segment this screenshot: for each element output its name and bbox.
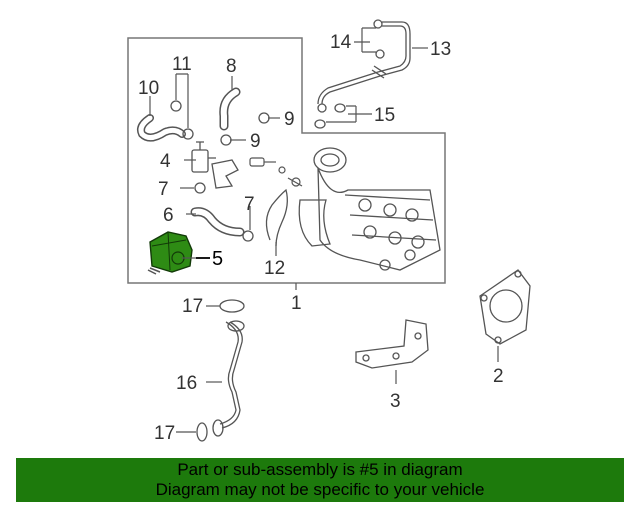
turbocharger-assembly <box>298 147 441 271</box>
callout-11: 11 <box>172 54 192 75</box>
callout-1: 1 <box>291 293 302 314</box>
info-banner: Part or sub-assembly is #5 in diagram Di… <box>16 458 624 502</box>
bolt <box>147 267 161 275</box>
bracket-3 <box>355 319 429 369</box>
parts-diagram: 1 2 3 4 5 6 7 7 8 9 9 10 11 12 13 14 15 … <box>127 19 531 444</box>
callout-16: 16 <box>176 373 197 394</box>
assembly-outline <box>127 37 446 284</box>
clamp-9a <box>258 112 270 124</box>
valve-4 <box>191 141 216 173</box>
washers-15 <box>314 103 346 129</box>
callout-12: 12 <box>264 258 285 279</box>
callout-14: 14 <box>330 32 352 53</box>
pipe-12 <box>265 188 288 247</box>
bracket <box>211 159 239 189</box>
callout-5: 5 <box>212 248 223 270</box>
callout-4: 4 <box>160 151 171 172</box>
callout-17a: 17 <box>182 296 203 317</box>
clamp-9b <box>220 134 232 146</box>
callout-15: 15 <box>374 105 395 126</box>
callout-8: 8 <box>226 56 237 77</box>
callout-6: 6 <box>163 205 174 226</box>
callout-7a: 7 <box>158 179 169 200</box>
clamp-7b <box>242 230 254 242</box>
gasket-2 <box>479 269 531 345</box>
banner-line-2: Diagram may not be specific to your vehi… <box>155 480 485 499</box>
clamp-7a <box>194 182 206 194</box>
callout-10: 10 <box>138 78 159 99</box>
clamp-11b <box>182 128 194 140</box>
line-16 <box>196 299 245 442</box>
callout-17b: 17 <box>154 423 175 444</box>
callout-9a: 9 <box>284 109 295 130</box>
studs <box>249 157 303 187</box>
oil-line-13 <box>317 19 411 113</box>
clamp-11a <box>170 100 182 112</box>
leader-lines <box>149 27 499 433</box>
callout-13: 13 <box>430 39 451 60</box>
banner-line-1: Part or sub-assembly is #5 in diagram <box>177 460 463 479</box>
part-5-highlighted <box>149 231 193 273</box>
callout-3: 3 <box>390 391 401 412</box>
callout-9b: 9 <box>250 131 261 152</box>
callout-7b: 7 <box>244 194 255 215</box>
callout-2: 2 <box>493 366 504 387</box>
